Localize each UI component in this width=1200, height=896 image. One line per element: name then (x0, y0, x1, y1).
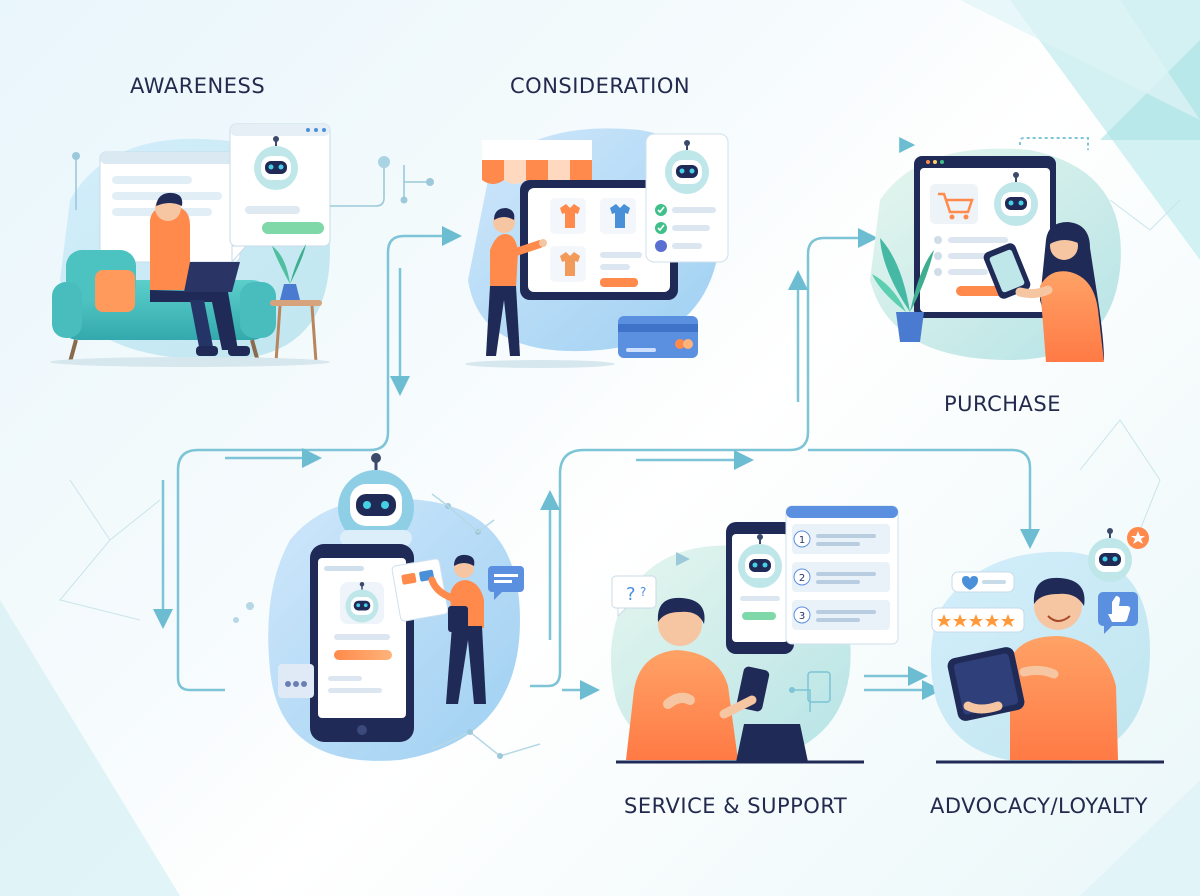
stage-label-service: SERVICE & SUPPORT (624, 794, 848, 818)
svg-text:?: ? (626, 584, 636, 605)
chatbot-icon (338, 453, 414, 546)
support-step-number: 3 (799, 611, 805, 622)
credit-card-icon (618, 316, 698, 358)
shirt-icon (550, 198, 636, 282)
star-icon (937, 614, 1015, 627)
stage-label-consideration: CONSIDERATION (510, 74, 691, 98)
svg-text:?: ? (640, 585, 646, 599)
heart-icon (951, 571, 1015, 593)
stage-label-purchase: PURCHASE (944, 392, 1061, 416)
service-scene: ? ? 1 2 3 (610, 505, 899, 764)
flow-arrows (153, 226, 1040, 700)
rating-stars (931, 607, 1025, 633)
thumbs-up-icon (1098, 592, 1138, 634)
awareness-scene (50, 123, 434, 367)
stage-label-advocacy: ADVOCACY/LOYALTY (930, 794, 1148, 818)
support-step-number: 2 (799, 573, 805, 584)
support-steps: 1 2 3 (792, 524, 890, 630)
support-step-number: 1 (799, 535, 805, 546)
purchase-scene (870, 137, 1121, 362)
consideration-scene (465, 128, 729, 368)
chatbot-assistant-scene (233, 453, 541, 761)
chatbot-icon (1087, 527, 1133, 583)
shopping-cart-icon (930, 184, 978, 224)
question-mark-icon: ? ? (611, 575, 657, 618)
star-icon (1127, 527, 1149, 549)
checkmark-icon (655, 204, 667, 252)
stage-label-awareness: AWARENESS (130, 74, 266, 98)
advocacy-scene (930, 527, 1164, 764)
